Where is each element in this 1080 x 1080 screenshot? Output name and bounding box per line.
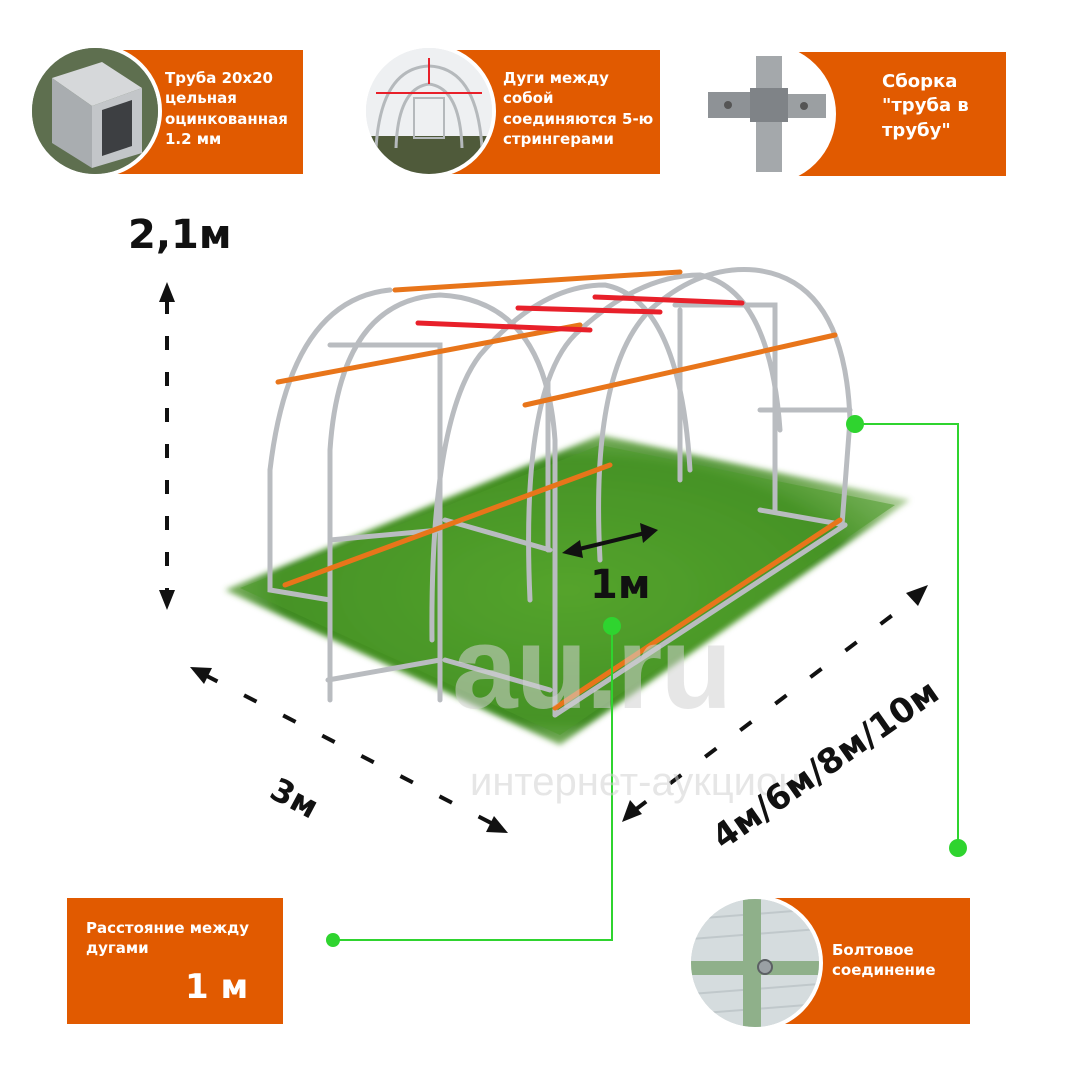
arc-spacing-arrow xyxy=(562,523,658,558)
watermark-subtitle: интернет-аукцион xyxy=(470,760,801,804)
height-label: 2,1м xyxy=(128,212,232,258)
watermark-logo: au.ru xyxy=(452,602,732,734)
feature-card-spacing xyxy=(67,898,283,1024)
callout-dot xyxy=(326,933,340,947)
pipe-joint-icon xyxy=(696,44,836,184)
callout-dots xyxy=(326,415,967,947)
callout-dot xyxy=(846,415,864,433)
feature-text-stringers: Дуги между собой соединяются 5-ю стринге… xyxy=(503,69,654,148)
bolt-joint-icon xyxy=(687,895,823,1031)
feature-text-spacing: Расстояние между дугами xyxy=(86,919,250,958)
length-arrow xyxy=(622,585,928,822)
red-stringers xyxy=(415,294,745,333)
stringers xyxy=(275,269,843,711)
width-arrow xyxy=(190,667,508,833)
feature-text-bolt: Болтовое соединение xyxy=(832,941,936,980)
height-arrow xyxy=(159,282,175,610)
callout-dot xyxy=(949,839,967,857)
feature-text-assembly: Сборка "труба в трубу" xyxy=(882,71,969,141)
square-pipe-icon xyxy=(28,44,162,178)
arc-spacing-label: 1м xyxy=(590,562,651,608)
callout-lines xyxy=(333,423,959,941)
greenhouse-interior-icon xyxy=(362,44,496,178)
feature-value-spacing: 1 м xyxy=(185,967,249,1007)
callout-dot xyxy=(603,617,621,635)
feature-text-pipe: Труба 20х20 цельная оцинкованная 1.2 мм xyxy=(165,69,288,148)
